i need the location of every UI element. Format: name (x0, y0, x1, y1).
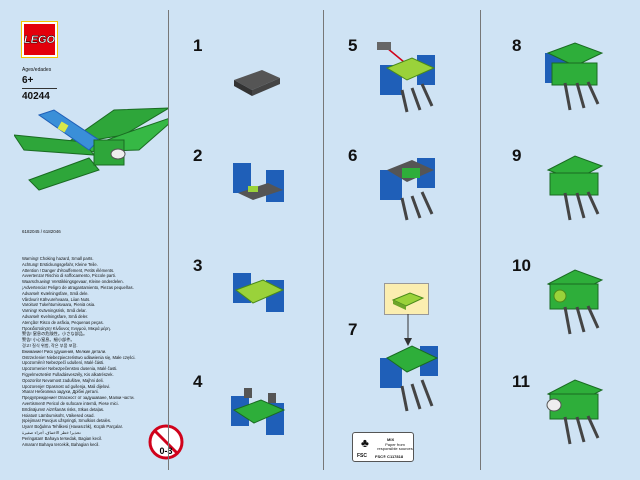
step-5-image (377, 42, 436, 113)
fsc-mix: MIX (387, 437, 395, 442)
step-number: 4 (193, 372, 203, 391)
fsc-paper: Paper from responsible sources (377, 442, 413, 451)
warning-line: Amaran! Bahaya tercekik, Bahagian kecil. (22, 441, 100, 447)
warning-line: Atenção! Risco de asfixia, Pequenas peça… (22, 319, 104, 325)
lime-plate-part (391, 292, 425, 310)
warning-line: 警告! 小心窒息。細小部件。 (22, 337, 75, 343)
fsc-label: FSC ♣ MIX Paper from responsible sources… (352, 432, 414, 462)
age-rating: 6+ (22, 75, 34, 86)
warning-line: Advarsel! Kvelningsfare, Små deler. (22, 313, 89, 319)
warning-line: Upozorenje! Opasnost od gušenja, Mali di… (22, 383, 111, 389)
warning-line: Uyarı! Boğulma Tehlikesi (Havasızlık), K… (22, 424, 123, 430)
choking-hazard-warnings: Warning! Choking hazard, Small parts.Ach… (22, 256, 136, 447)
step-6-image (380, 158, 435, 221)
warning-line: Ostrzeżenie! Niebezpieczeństwo udławieni… (22, 354, 136, 360)
step-8-image (545, 42, 604, 111)
column-divider (480, 10, 481, 470)
step-11-image (546, 379, 604, 445)
ages-label: Ages/edades (22, 67, 52, 73)
warning-line: 경고! 질식 위험, 작은 부품 포함. (22, 342, 78, 348)
age-range-label: 0-3 (159, 446, 172, 456)
warning-line: تحذير! خطر الاختناق، أجزاء صغيرة (22, 429, 81, 435)
warning-line: ¡Advertencia! Peligro de atragantamiento… (22, 284, 134, 290)
warning-line: Avertisment! Pericol de sufocare internă… (22, 400, 119, 406)
warning-line: 警告! 窒息の危険性。小さな部品。 (22, 331, 88, 337)
warning-line: Achtung! Erstickungsgefahr, Kleine Teile… (22, 261, 98, 267)
step-4-image (231, 388, 286, 435)
step-number: 3 (193, 256, 203, 275)
step-9-image (546, 155, 604, 221)
step-number: 6 (348, 146, 358, 165)
column-divider (168, 10, 169, 470)
step-number: 9 (512, 146, 522, 165)
warning-line: Avvertenza! Rischio di soffocamento, Pic… (22, 273, 116, 279)
fsc-logo: FSC (357, 453, 367, 459)
step-number: 2 (193, 146, 203, 165)
warning-line: Attention ! Danger d'étouffement, Petits… (22, 267, 115, 273)
step-number: 5 (348, 36, 358, 55)
warning-line: Внимание! Риск удушения, Мелкие детали. (22, 348, 107, 354)
step-3-image (233, 273, 285, 312)
fsc-code: FSC® C117818 (375, 454, 404, 459)
warning-line: Varning! Kvävningsrisk, Små delar. (22, 308, 87, 314)
warning-line: Vårdvuri! Kähvurehvaara, Liian Nuts. (22, 296, 91, 302)
divider (22, 88, 57, 89)
step-7-image (380, 345, 439, 412)
lego-logo: LEGO (21, 21, 58, 58)
warning-line: Brīdinājums! Aizrīšanās risks, Sīkas det… (22, 406, 105, 412)
step-number: 1 (193, 36, 203, 55)
step-number: 8 (512, 36, 522, 55)
warning-line: Įspėjimas! Pavojus užspringti, Smulkios … (22, 418, 112, 424)
warning-line: Opozorilo! Nevarnost zadušitve, Majhni d… (22, 377, 104, 383)
warning-line: Peringatan! Bahaya tersedak, Bagian keci… (22, 435, 103, 441)
warning-line: Figyelmeztetés! Fulladásveszély, Kis alk… (22, 371, 114, 377)
warning-line: Hoiatus! Lämbumisoht, Väikesed osad. (22, 412, 95, 418)
warning-line: Waarschuwing! Verstikkingsgevaar, Kleine… (22, 279, 124, 285)
step-1-image (234, 70, 280, 96)
step-number: 11 (512, 372, 530, 391)
element-codes: 6182045 / 6182046 (22, 229, 61, 234)
warning-line: Увага! Небезпека задухи, Дрібні деталі. (22, 389, 99, 395)
dragonfly-image (14, 107, 169, 191)
step-10-image (546, 269, 604, 335)
step-2-image (233, 163, 284, 202)
age-0-3-warning-icon: 0-3 (148, 424, 184, 460)
warning-line: Varoitus! Tukehtumisvaara, Pieniä osia. (22, 302, 96, 308)
warning-line: Advarsel! Kvælningsfare, Små dele. (22, 290, 89, 296)
warning-line: Предупреждение! Опасност от задушаване, … (22, 395, 135, 401)
tree-icon: ♣ (361, 436, 369, 450)
step-number: 10 (512, 256, 531, 275)
warning-line: Προειδοποίηση! Κίνδυνος πνιγμού, Μικρά μ… (22, 325, 111, 331)
warning-line: Warning! Choking hazard, Small parts. (22, 256, 94, 261)
callout-arrow (404, 314, 412, 346)
warning-line: Upozornenie! Nebezpečenstvo dusenia, Mal… (22, 366, 118, 372)
parts-callout (384, 283, 429, 315)
step-number: 7 (348, 320, 358, 339)
warning-line: Upozornění! Nebezpečí udušení, Malé část… (22, 360, 105, 366)
column-divider (323, 10, 324, 470)
set-number: 40244 (22, 91, 50, 102)
